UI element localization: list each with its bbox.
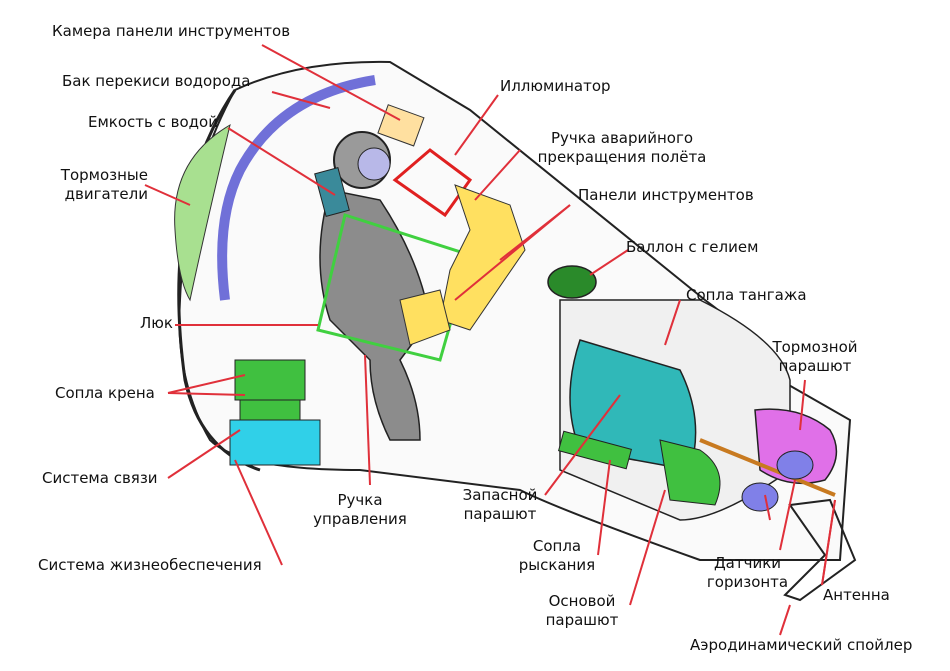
spoiler-shape	[783, 498, 857, 602]
label-yaw-thrusters: Сопла рыскания	[518, 537, 596, 574]
label-retro-rockets: Тормозные двигатели	[60, 166, 148, 203]
label-main-parachute: Основой парашют	[545, 592, 619, 629]
label-life-support: Система жизнеобеспечения	[38, 556, 262, 574]
label-control-stick: Ручка управления	[313, 491, 407, 528]
roll-thruster-block	[234, 359, 306, 401]
yaw-thruster-strip	[557, 430, 633, 470]
helium-tank	[547, 265, 597, 299]
label-spoiler: Аэродинамический спойлер	[690, 636, 913, 654]
horizon-sensor-2	[741, 482, 779, 512]
peroxide-tank	[217, 75, 376, 301]
drogue-parachute-shape	[754, 408, 838, 485]
instrument-panel-2	[399, 289, 451, 346]
horizon-sensor-1	[776, 450, 814, 480]
label-abort-handle: Ручка аварийного прекращения полёта	[537, 129, 707, 166]
label-peroxide-tank: Бак перекиси водорода	[62, 72, 251, 90]
label-camera: Камера панели инструментов	[52, 22, 291, 40]
astronaut-body	[319, 189, 431, 441]
antenna-rod	[699, 438, 836, 497]
label-instrument-panels: Панели инструментов	[578, 186, 754, 204]
window-outline	[392, 148, 473, 218]
leader-lines	[144, 44, 836, 636]
label-drogue-parachute: Тормозной парашют	[772, 338, 858, 375]
label-water-tank: Емкость с водой	[88, 113, 218, 131]
visor-shape	[357, 147, 391, 181]
hatch-outline	[316, 213, 472, 362]
label-comm-system: Система связи	[42, 469, 158, 487]
life-support-block	[229, 419, 321, 466]
label-pitch-thrusters: Сопла тангажа	[686, 286, 807, 304]
label-reserve-parachute: Запасной парашют	[462, 486, 538, 523]
label-roll-thrusters: Сопла крена	[55, 384, 155, 402]
label-antenna: Антенна	[823, 586, 890, 604]
main-parachute-shape	[659, 439, 721, 506]
label-hatch: Люк	[140, 314, 173, 332]
label-window: Иллюминатор	[500, 77, 611, 95]
retro-pack	[174, 123, 231, 302]
label-horizon-sensors: Датчики горизонта	[706, 554, 789, 591]
label-helium-tank: Баллон с гелием	[626, 238, 759, 256]
